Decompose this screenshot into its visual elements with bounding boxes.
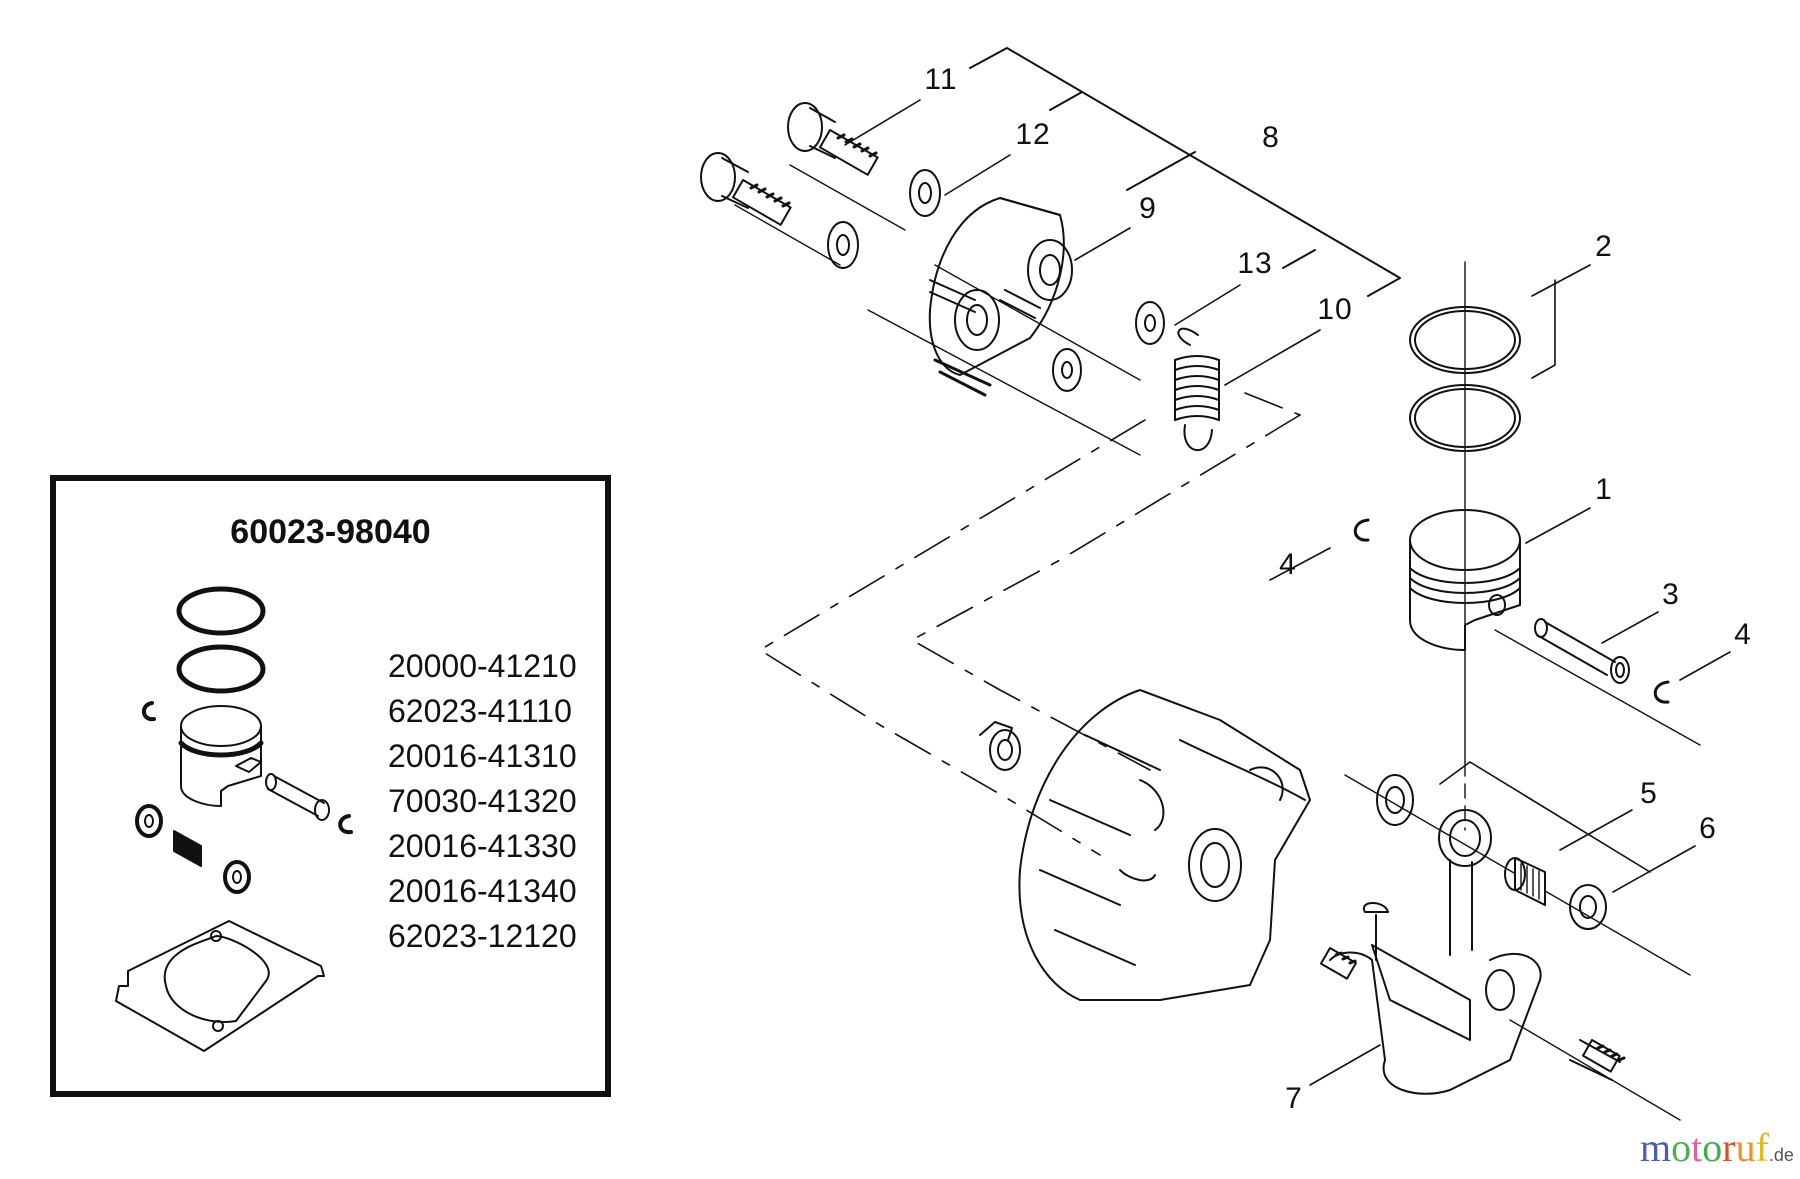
logo-letter: t <box>1691 1125 1703 1170</box>
logo-letter: f <box>1755 1125 1769 1170</box>
leader-lines <box>844 99 1731 1086</box>
kit-cylinder-gasket <box>115 920 325 1052</box>
callout-10: 10 <box>1317 293 1353 326</box>
circlip-right <box>1653 680 1670 704</box>
kit-part-number: 62023-12120 <box>388 918 577 954</box>
logo-letter: m <box>1640 1125 1672 1170</box>
clutch-group-bracket <box>969 47 1401 297</box>
kit-ring-2 <box>176 644 266 694</box>
kit-piston-pin <box>265 773 330 821</box>
kit-part-number: 62023-41110 <box>388 693 572 729</box>
callout-9: 9 <box>1139 192 1157 225</box>
washer-12b <box>827 221 859 269</box>
logo-letter: u <box>1735 1125 1756 1170</box>
washer-12a <box>909 169 941 217</box>
washer-13b <box>1052 348 1082 392</box>
clutch-shoe-assembly <box>928 197 1073 397</box>
kit-part-number: 20016-41330 <box>388 828 577 864</box>
kit-part-number: 70030-41320 <box>388 783 577 819</box>
clutch-bolt-2 <box>700 152 792 226</box>
kit-seal-left <box>135 804 163 838</box>
logo-letter: o <box>1671 1125 1692 1170</box>
clutch-spring <box>1174 327 1220 451</box>
kit-part-number: 20000-41210 <box>388 648 577 684</box>
callout-13: 13 <box>1237 247 1273 280</box>
kit-needle-bearing <box>173 830 202 867</box>
callout-4-right: 4 <box>1734 618 1752 651</box>
circlip-left <box>1353 518 1370 542</box>
flywheel <box>979 689 1311 1001</box>
callout-8: 8 <box>1262 121 1280 154</box>
piston <box>1409 509 1521 651</box>
washer-13a <box>1135 301 1165 345</box>
kit-circlip-left <box>142 701 156 722</box>
motoruf-watermark-logo: motoruf.de <box>1640 1128 1794 1168</box>
kit-contents-drawing <box>115 586 353 1052</box>
callout-7: 7 <box>1285 1082 1303 1115</box>
clutch-bolt-1 <box>787 102 879 176</box>
callout-3: 3 <box>1662 578 1680 611</box>
logo-letter: r <box>1722 1125 1736 1170</box>
piston-rings <box>1409 306 1521 452</box>
kit-seal-right <box>223 860 251 894</box>
thrust-washer <box>1569 884 1607 930</box>
crankshaft-assembly <box>1320 809 1626 1095</box>
callout-11: 11 <box>924 63 958 96</box>
needle-bearing <box>1504 857 1546 906</box>
logo-letter: o <box>1702 1125 1723 1170</box>
callout-5: 5 <box>1640 777 1658 810</box>
kit-part-number-title: 60023-98040 <box>230 513 431 551</box>
callout-2: 2 <box>1595 230 1613 263</box>
dashed-reference-lines <box>759 392 1301 856</box>
logo-tld: .de <box>1768 1145 1794 1165</box>
kit-part-number: 20016-41310 <box>388 738 577 774</box>
callout-4-left: 4 <box>1279 548 1297 581</box>
piston-kit-inset: 60023-98040 <box>50 475 611 1097</box>
callout-12: 12 <box>1015 118 1051 151</box>
crank-seal <box>1376 774 1414 826</box>
callout-1: 1 <box>1595 473 1613 506</box>
piston-pin <box>1534 618 1630 684</box>
kit-circlip-right <box>338 814 353 835</box>
kit-piston <box>178 705 264 807</box>
callout-6: 6 <box>1699 812 1717 845</box>
kit-part-number-list: 20000-41210 62023-41110 20016-41310 7003… <box>388 644 577 959</box>
kit-ring-1 <box>176 586 266 636</box>
kit-part-number: 20016-41340 <box>388 873 577 909</box>
